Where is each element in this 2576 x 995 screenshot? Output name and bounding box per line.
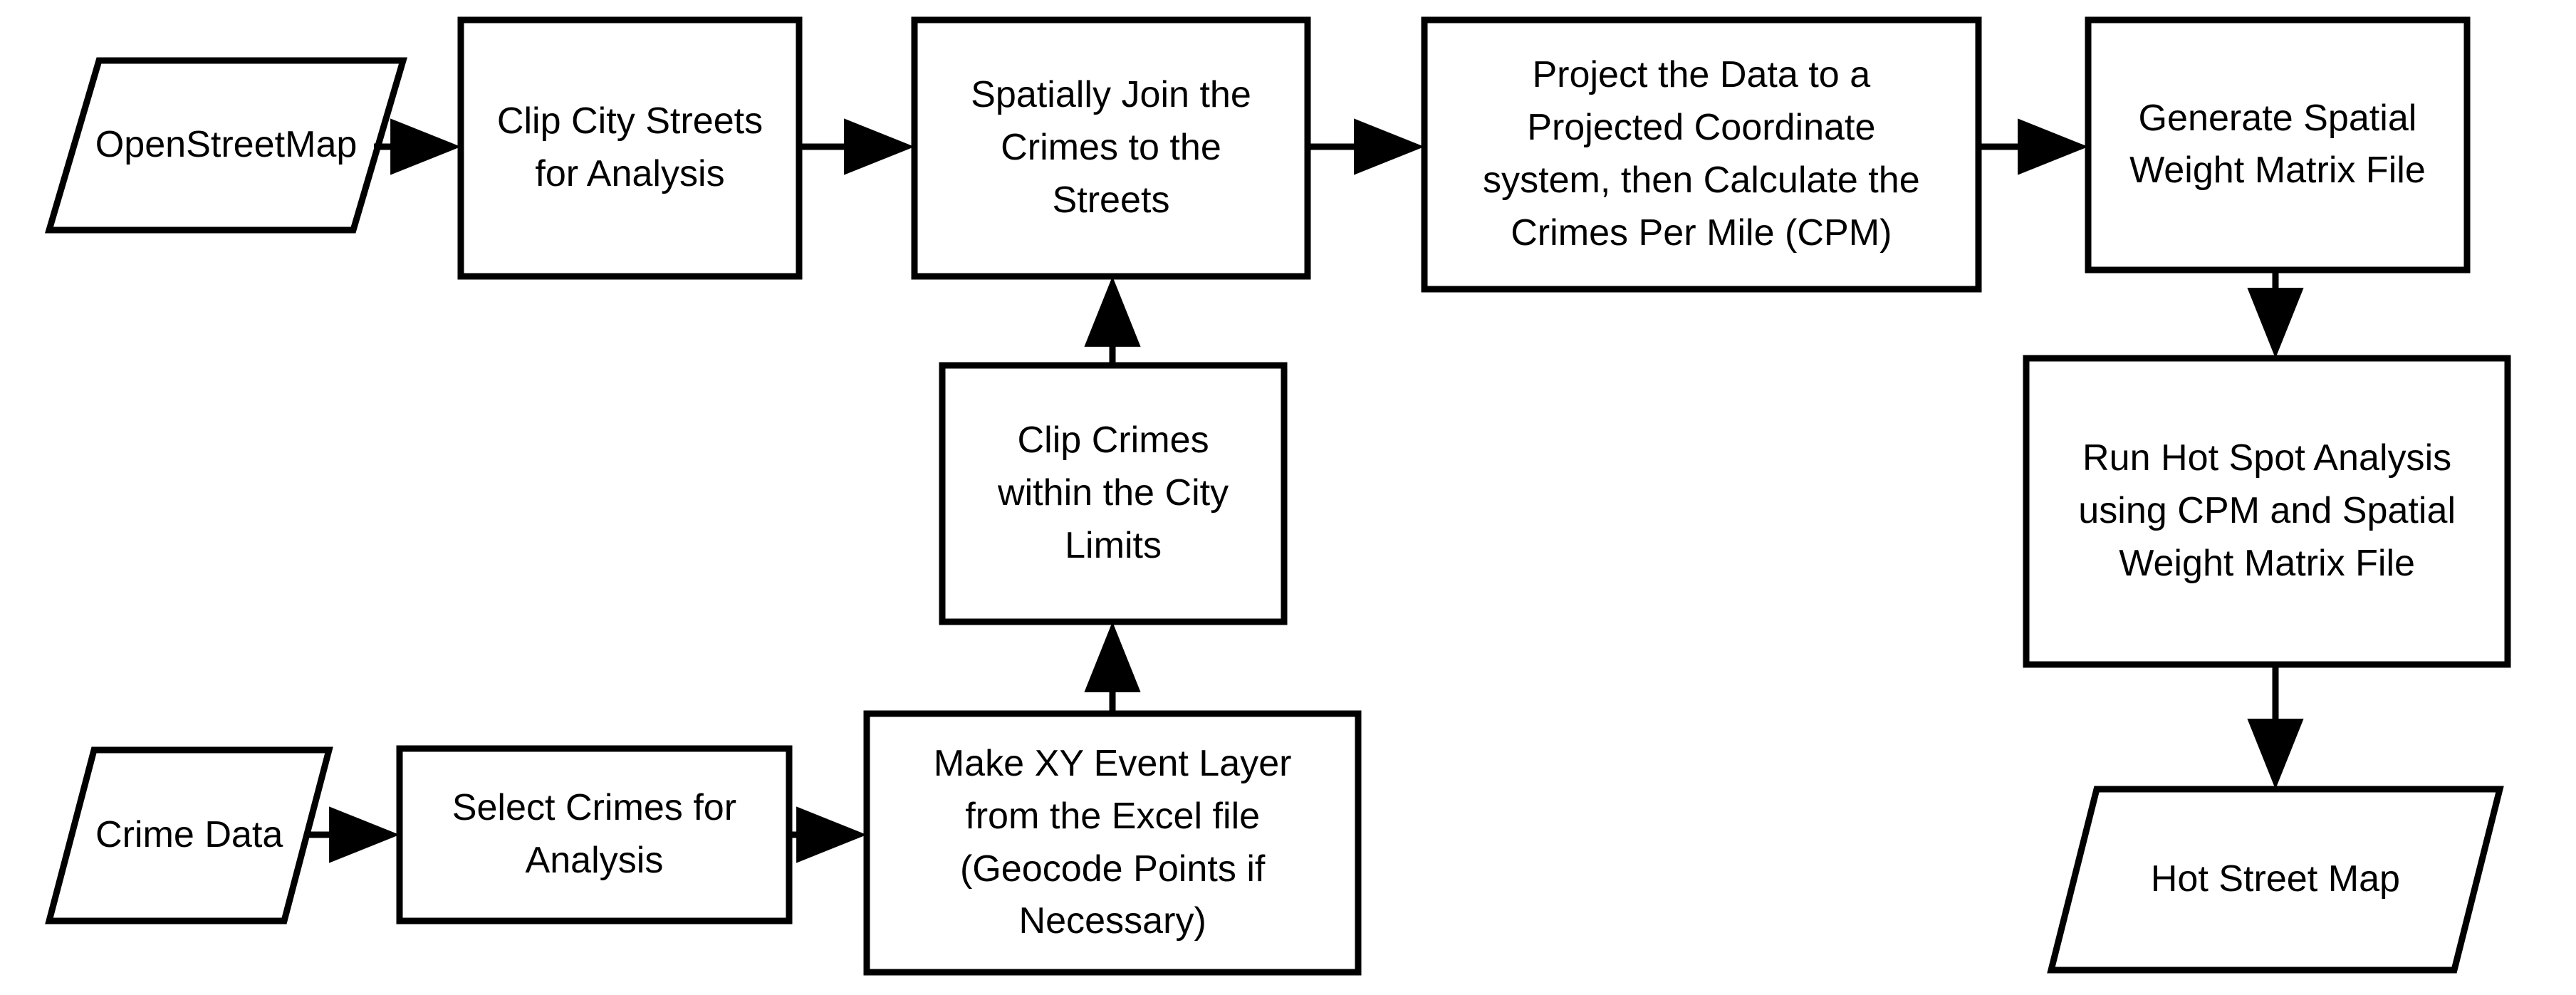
node-clip-crimes-shape (939, 362, 1288, 625)
node-openstreetmap-shape (44, 57, 408, 234)
node-select-crimes-shape (396, 745, 793, 924)
node-crime-data-shape (45, 746, 333, 924)
node-make-xy-event-layer-shape (863, 710, 1362, 976)
node-run-hot-spot-shape (2023, 355, 2511, 668)
node-spatially-join-shape (911, 16, 1311, 280)
node-generate-swm-shape (2085, 16, 2471, 274)
node-clip-city-streets-shape (457, 16, 803, 280)
node-project-data-cpm-shape (1421, 16, 1982, 293)
node-hot-street-map-shape (2047, 786, 2504, 974)
